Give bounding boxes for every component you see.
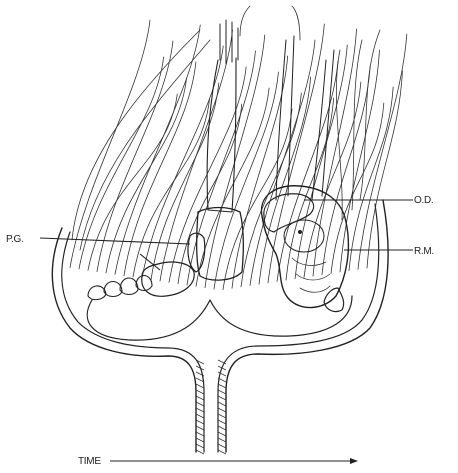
- hatch-mark: [218, 438, 226, 442]
- fibre-strand: [268, 24, 324, 283]
- fibre-strand: [313, 29, 357, 276]
- fibre-strand: [88, 94, 177, 270]
- fibre-strand: [80, 40, 210, 250]
- fibre-strand: [277, 61, 338, 281]
- hatch-mark: [218, 402, 226, 406]
- hatch-mark: [196, 414, 204, 418]
- hatch-mark: [196, 450, 204, 454]
- pg-leader-2: [140, 254, 160, 270]
- hatch-mark: [196, 420, 204, 424]
- fibre-strand: [340, 50, 380, 272]
- fibre-strand: [286, 98, 334, 280]
- hatch-mark: [218, 432, 226, 436]
- time-label: TIME: [78, 456, 101, 467]
- hatch-mark: [196, 438, 204, 442]
- fibre-strand: [292, 6, 300, 40]
- fibre-strand: [322, 66, 370, 275]
- hatch-mark: [218, 426, 226, 430]
- hatch-mark: [218, 444, 226, 448]
- hatch-mark: [196, 444, 204, 448]
- hatch-mark: [218, 450, 226, 454]
- label-rm: R.M.: [414, 246, 434, 257]
- fibre-strand: [331, 103, 384, 273]
- capsule-wall: [52, 200, 388, 454]
- fibre-strand: [97, 41, 173, 272]
- fibre-strand: [240, 6, 250, 36]
- hatch-mark: [196, 426, 204, 430]
- hatch-mark: [218, 414, 226, 418]
- fibre-strand: [367, 71, 402, 268]
- label-pg: P.G.: [6, 234, 24, 245]
- hatch-mark: [218, 390, 226, 394]
- time-arrow-head: [350, 458, 358, 464]
- hatch-mark: [196, 408, 204, 412]
- hatch-mark: [196, 390, 204, 394]
- hatch-mark: [196, 432, 204, 436]
- hatch-mark: [218, 408, 226, 412]
- fibre-strand: [79, 57, 164, 269]
- fibre-strand: [250, 40, 315, 286]
- fibre-strand: [223, 109, 292, 290]
- hatch-mark: [196, 396, 204, 400]
- fibre-strand: [352, 40, 362, 210]
- fibre-strand: [70, 20, 150, 268]
- basal-membrane: [87, 296, 352, 340]
- hatch-mark: [218, 384, 226, 388]
- label-od: O.D.: [414, 195, 433, 206]
- fibre-strand: [358, 34, 407, 269]
- fibre-strand: [72, 30, 200, 240]
- hatch-mark: [218, 420, 226, 424]
- hatch-mark: [196, 384, 204, 388]
- hatch-mark: [196, 402, 204, 406]
- fibre-strand: [336, 50, 342, 220]
- hatch-mark: [218, 396, 226, 400]
